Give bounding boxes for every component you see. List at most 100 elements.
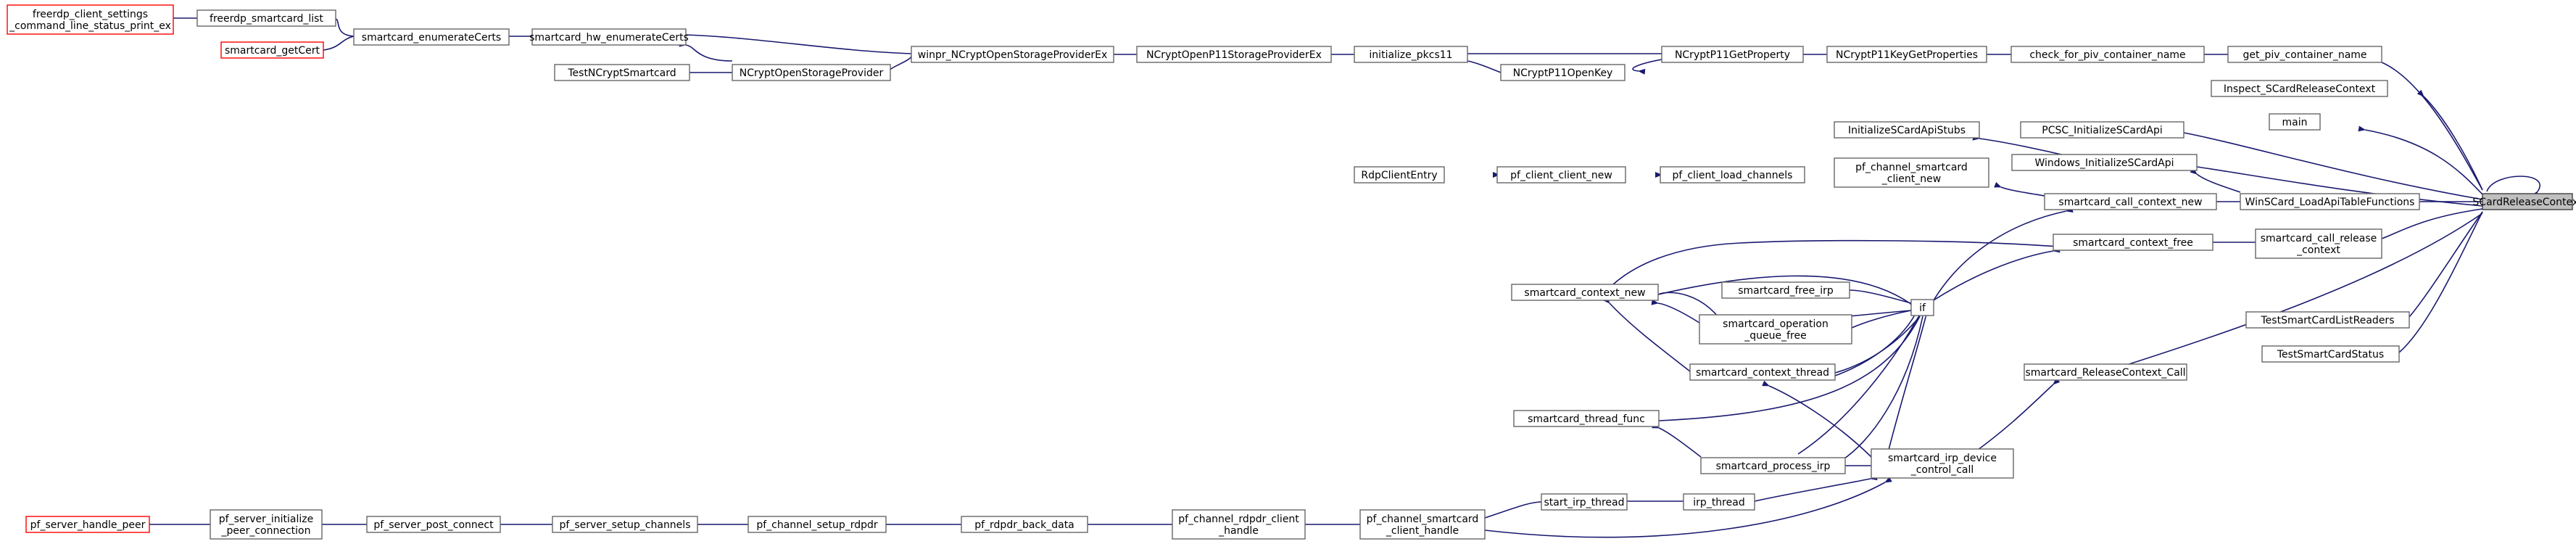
node-wla[interactable]: WinSCard_LoadApiTableFunctions [2240,193,2420,210]
node-main[interactable]: main [2269,113,2321,131]
node-pic[interactable]: pf_server_initialize_peer_connection [210,509,323,540]
node-label: TestNCryptSmartcard [567,67,676,79]
node-src[interactable]: SCardReleaseContext [2472,193,2576,210]
node-label: irp_thread [1693,497,1744,508]
edge-gpp-np1 [1632,59,1662,75]
node-sct[interactable]: smartcard_context_thread [1689,363,1836,381]
node-box [1699,314,1852,345]
node-gpp[interactable]: NCryptP11GetProperty [1661,46,1804,63]
node-php[interactable]: pf_server_handle_peer [25,516,150,533]
edge-src-wis [2190,162,2483,207]
node-pss[interactable]: pf_server_setup_channels [552,516,698,533]
node-np1[interactable]: NCryptP11OpenKey [1500,64,1625,81]
node-label: pf_server_handle_peer [30,519,146,531]
node-rcc[interactable]: smartcard_ReleaseContext_Call [2024,363,2187,381]
node-she[interactable]: smartcard_hw_enumerateCerts [529,28,689,46]
node-box [2053,234,2213,251]
node-box [1826,46,1987,63]
node-box [2482,193,2573,210]
node-label: _peer_connection [220,525,310,537]
node-scn[interactable]: smartcard_call_context_new [2044,193,2217,210]
node-sgc[interactable]: smartcard_getCert [220,41,324,59]
edge-if-soq [1844,310,1912,334]
node-isa[interactable]: InitializeSCardApiStubs [1834,121,1980,139]
node-stf[interactable]: smartcard_thread_func [1513,410,1660,427]
node-fcs[interactable]: freerdp_client_settings_command_line_sta… [7,4,174,35]
node-pcr[interactable]: pf_channel_setup_rdpdr [747,516,887,533]
edge-src-self [2486,176,2540,199]
edge-if-scf [1933,247,2061,301]
node-label: pf_channel_rdpdr_client [1178,514,1299,525]
node-box [2211,80,2388,97]
node-box [1721,281,1850,299]
node-label: _client_new [1881,173,1941,185]
node-label: NCryptP11OpenKey [1513,67,1613,79]
node-label: _context [2296,244,2340,256]
node-tnc[interactable]: TestNCryptSmartcard [554,64,690,81]
node-label: smartcard_process_irp [1716,461,1831,472]
edges [149,14,2540,538]
node-label: NCryptP11KeyGetProperties [1836,49,1978,61]
node-ppc[interactable]: pf_server_post_connect [366,516,501,533]
node-pcs[interactable]: pf_channel_smartcard_client_new [1834,157,1989,188]
node-scf[interactable]: smartcard_context_free [2053,234,2213,251]
node-box [1660,166,1805,184]
node-ip1[interactable]: initialize_pkcs11 [1354,46,1468,63]
node-wis[interactable]: Windows_InitializeSCardApi [2011,154,2198,171]
node-label: smartcard_context_new [1524,287,1645,299]
node-cfp[interactable]: check_for_piv_container_name [2010,46,2205,63]
node-plc[interactable]: pf_client_load_channels [1660,166,1805,184]
node-label: NCryptP11GetProperty [1675,49,1790,61]
node-tsl[interactable]: TestSmartCardListReaders [2245,311,2410,329]
node-sfi[interactable]: smartcard_free_irp [1721,281,1850,299]
node-soq[interactable]: smartcard_operation_queue_free [1699,314,1852,345]
edge-src-pci [2177,128,2483,200]
node-prd[interactable]: pf_rdpdr_back_data [961,516,1088,533]
edge-sid-if [1887,310,1931,456]
edge-src-scr [2374,208,2483,244]
node-sid[interactable]: smartcard_irp_device_control_call [1871,448,2014,479]
node-label: pf_server_setup_channels [560,519,691,531]
node-cnw[interactable]: smartcard_context_new [1511,284,1659,301]
node-box [552,516,698,533]
node-label: pf_channel_smartcard [1855,162,1968,173]
node-label: if [1919,302,1926,314]
edge-phc-sit [1484,498,1549,519]
node-sit[interactable]: start_irp_thread [1541,493,1628,511]
node-wno[interactable]: winpr_NCryptOpenStorageProviderEx [911,46,1114,63]
edge-sec-fsl [328,14,355,37]
edge-spi-if [1797,310,1924,455]
node-isr[interactable]: Inspect_SCardReleaseContext [2211,80,2388,97]
node-irp[interactable]: irp_thread [1683,493,1755,511]
node-pcn[interactable]: pf_client_client_new [1496,166,1626,184]
node-prc[interactable]: pf_channel_rdpdr_client_handle [1172,509,1306,540]
node-phc[interactable]: pf_channel_smartcard_client_handle [1359,509,1486,540]
node-kgp[interactable]: NCryptP11KeyGetProperties [1826,46,1987,63]
node-rce[interactable]: RdpClientEntry [1354,166,1445,184]
node-scr[interactable]: smartcard_call_release_context [2255,228,2382,259]
node-spi[interactable]: smartcard_process_irp [1700,457,1846,474]
node-box [1354,166,1445,184]
node-box [1871,448,2014,479]
node-pci[interactable]: PCSC_InitializeSCardApi [2020,121,2184,139]
node-box [1541,493,1628,511]
node-label: pf_channel_setup_rdpdr [756,519,878,531]
node-sec[interactable]: smartcard_enumerateCerts [353,28,510,46]
node-gpc[interactable]: get_piv_container_name [2227,46,2382,63]
node-label: smartcard_call_release [2261,233,2377,244]
node-box [2044,193,2217,210]
edge-cnw-if [1657,275,1917,310]
edge-if-sfi [1842,287,1912,304]
nodes: freerdp_client_settings_command_line_sta… [7,4,2576,540]
node-box [1496,166,1626,184]
node-nop[interactable]: NCryptOpenP11StorageProviderEx [1136,46,1332,63]
node-label: winpr_NCryptOpenStorageProviderEx [918,49,1107,61]
node-tss[interactable]: TestSmartCardStatus [2261,345,2400,363]
node-fsl[interactable]: freerdp_smartcard_list [196,9,336,27]
node-label: PCSC_InitializeSCardApi [2042,125,2162,136]
node-label: smartcard_context_thread [1696,367,1829,379]
edge-scn-pcs [1994,181,2045,197]
node-if[interactable]: if [1910,299,1934,316]
edge-if-spi [1833,316,1923,468]
node-nos[interactable]: NCryptOpenStorageProvider [732,64,891,81]
